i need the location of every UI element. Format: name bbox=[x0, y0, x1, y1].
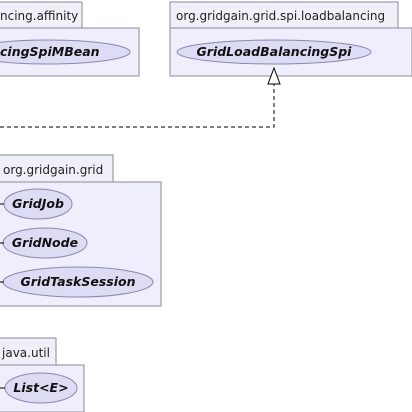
class-label: GridLoadBalancingSpi bbox=[197, 44, 353, 59]
class-ellipse bbox=[176, 39, 372, 65]
package-gridgain-grid-label: org.gridgain.grid bbox=[3, 163, 103, 177]
package-affinity-label: ncing.affinity bbox=[0, 9, 78, 23]
package-loadbalancing-label: org.gridgain.grid.spi.loadbalancing bbox=[176, 9, 385, 23]
class-ellipse bbox=[0, 39, 131, 65]
class-node-grid-job[interactable]: GridJob bbox=[3, 188, 73, 220]
class-node-list[interactable]: List<E> bbox=[4, 372, 78, 404]
class-node-grid-node[interactable]: GridNode bbox=[2, 227, 88, 259]
class-label: cingSpiMBean bbox=[0, 44, 100, 59]
package-java-util[interactable]: java.util List<E> bbox=[0, 337, 85, 412]
class-label: GridTaskSession bbox=[20, 274, 135, 289]
dashed-connector bbox=[0, 84, 275, 128]
class-node-grid-task-session[interactable]: GridTaskSession bbox=[2, 266, 154, 298]
package-affinity-tab bbox=[0, 1, 83, 29]
class-label: GridNode bbox=[12, 235, 78, 250]
class-node-grid-load-balancing-spi[interactable]: GridLoadBalancingSpi bbox=[176, 39, 372, 65]
class-label: List<E> bbox=[13, 380, 68, 395]
realization-link bbox=[0, 66, 281, 128]
package-gridgain-grid[interactable]: org.gridgain.grid GridJob GridNode GridT… bbox=[0, 154, 162, 307]
package-loadbalancing[interactable]: org.gridgain.grid.spi.loadbalancing Grid… bbox=[169, 1, 412, 77]
class-label: GridJob bbox=[12, 196, 64, 211]
hollow-arrowhead-icon bbox=[267, 66, 281, 85]
package-java-util-label: java.util bbox=[1, 346, 50, 360]
class-node-affinity-mbean[interactable]: cingSpiMBean bbox=[0, 39, 131, 65]
package-affinity[interactable]: ncing.affinity cingSpiMBean bbox=[0, 1, 140, 77]
